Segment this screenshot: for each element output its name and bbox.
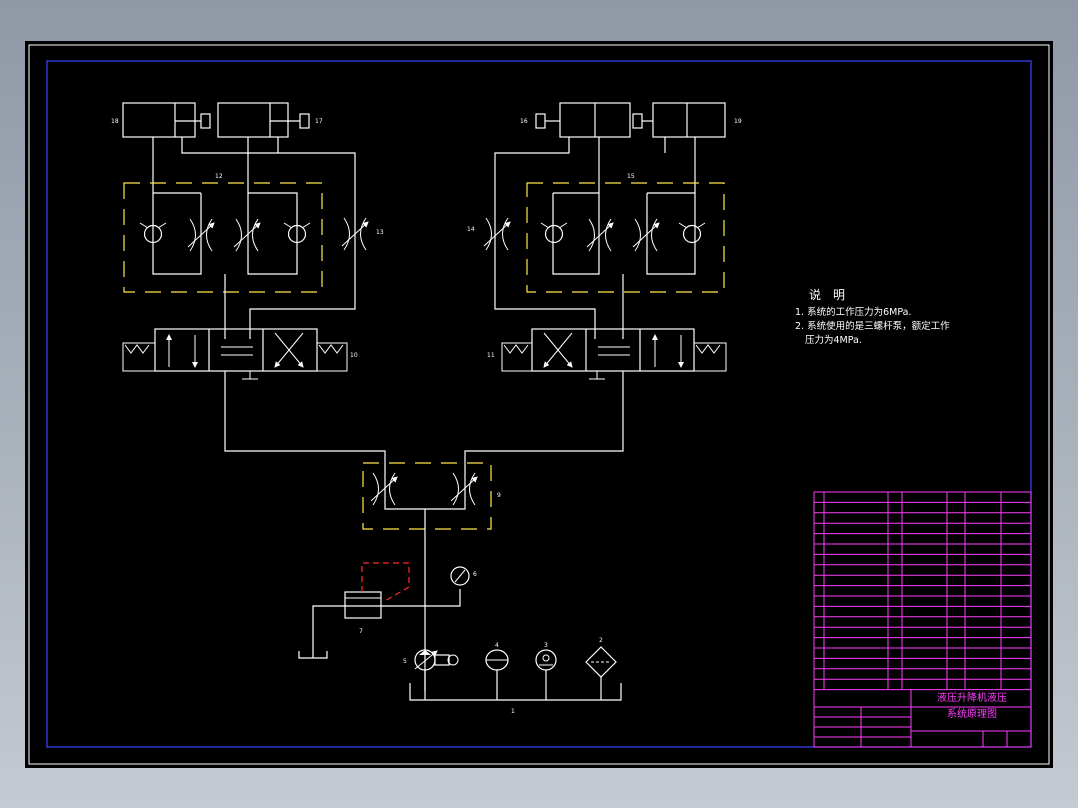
cylinder-16	[535, 102, 631, 138]
throttle-valve-14-icon	[484, 218, 510, 250]
check-valve-icon	[540, 222, 568, 244]
notes-heading: 说 明	[809, 287, 845, 302]
label-9: 9	[497, 492, 501, 499]
note-line-2: 2. 系统使用的是三螺杆泵，额定工作	[795, 320, 950, 332]
tank-1	[409, 683, 622, 701]
note-line-1: 1. 系统的工作压力为6MPa.	[795, 306, 911, 318]
drawing-sheet: 18 17 16 19 12 15 13 14 10 11 9 7 6 5 4 …	[25, 41, 1053, 768]
label-15: 15	[627, 173, 635, 180]
cylinder-18	[122, 102, 211, 138]
throttle-block-9	[362, 462, 492, 530]
drawing-title-line-1: 液压升降机液压	[937, 691, 1007, 704]
label-7: 7	[359, 628, 363, 635]
component-3	[535, 649, 557, 671]
valve-block-15	[526, 182, 725, 293]
label-16: 16	[520, 118, 528, 125]
label-4: 4	[495, 642, 499, 649]
label-18: 18	[111, 118, 119, 125]
inner-frame	[46, 60, 1032, 748]
note-line-3: 压力为4MPa.	[805, 334, 862, 346]
throttle-valve-icon	[234, 219, 260, 251]
throttle-valve-icon	[633, 219, 659, 251]
valve-block-12	[123, 182, 323, 293]
label-5: 5	[403, 658, 407, 665]
label-1: 1	[511, 708, 515, 715]
label-14: 14	[467, 226, 475, 233]
left-circuit	[122, 102, 386, 463]
label-17: 17	[315, 118, 323, 125]
label-11: 11	[487, 352, 495, 359]
relief-valve-7	[298, 562, 410, 659]
check-valve-icon	[678, 222, 706, 244]
title-block: 液压升降机液压 系统原理图	[813, 491, 1032, 748]
outer-border	[28, 44, 1050, 765]
label-13: 13	[376, 229, 384, 236]
label-3: 3	[544, 642, 548, 649]
label-19: 19	[734, 118, 742, 125]
filter-2	[585, 646, 617, 678]
throttle-valve-icon	[587, 219, 613, 251]
label-2: 2	[599, 637, 603, 644]
pump-5	[414, 649, 459, 671]
label-12: 12	[215, 173, 223, 180]
label-6: 6	[473, 571, 477, 578]
drawing-title-line-2: 系统原理图	[947, 707, 997, 720]
directional-valve-10	[122, 328, 348, 380]
label-10: 10	[350, 352, 358, 359]
accumulator-4	[485, 649, 509, 671]
cylinder-19	[632, 102, 726, 138]
cylinder-17	[217, 102, 310, 138]
right-circuit	[464, 102, 727, 463]
pressure-gauge-icon	[450, 566, 470, 586]
directional-valve-11	[501, 328, 727, 380]
hydraulic-schematic: 18 17 16 19 12 15 13 14 10 11 9 7 6 5 4 …	[28, 44, 1050, 765]
